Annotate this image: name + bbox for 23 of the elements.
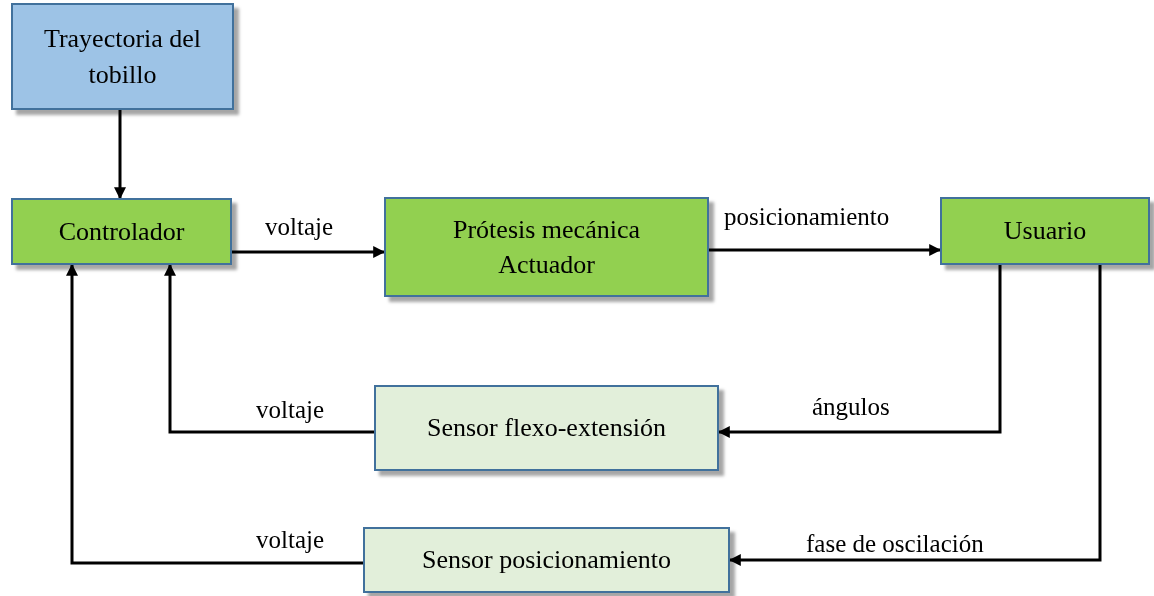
box-label: Controlador [58, 215, 185, 248]
box-label: Usuario [1003, 215, 1087, 248]
arrow [164, 263, 374, 434]
box-label: Sensor flexo-extensión [427, 412, 666, 445]
process-box [11, 198, 232, 265]
edge-label: ángulos [812, 393, 890, 421]
edge-label: voltaje [265, 213, 334, 241]
process-box [374, 385, 719, 471]
box-label: Sensor posicionamiento [421, 544, 672, 577]
edge-label: voltaje [256, 526, 325, 554]
process-box [363, 527, 730, 593]
arrow [709, 244, 942, 256]
box-label: Prótesis mecánica Actuador [452, 213, 641, 281]
arrow [66, 263, 363, 565]
box-label: Trayectoria del tobillo [42, 23, 203, 91]
edge-label: voltaje [256, 396, 325, 424]
process-box [384, 197, 709, 297]
edge-label: posicionamiento [724, 203, 890, 231]
process-box [11, 3, 234, 110]
process-box [940, 197, 1150, 265]
arrow [232, 246, 386, 258]
arrow [114, 110, 126, 200]
edge-label: fase de oscilación [806, 530, 984, 558]
